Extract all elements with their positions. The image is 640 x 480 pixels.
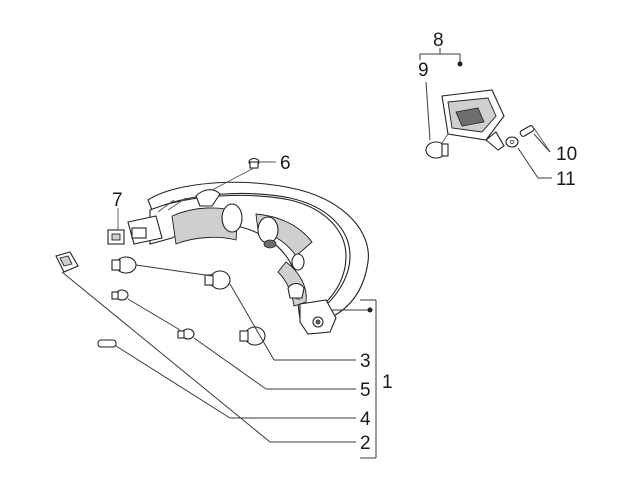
label-9: 9 (418, 60, 429, 81)
leader-lines-right (419, 48, 552, 179)
bulb-small-a (111, 289, 129, 301)
bulb-small-b (177, 328, 195, 340)
label-7: 7 (112, 190, 123, 211)
label-6: 6 (280, 153, 291, 174)
label-3: 3 (360, 351, 371, 372)
label-11: 11 (556, 169, 576, 190)
label-5: 5 (360, 380, 371, 401)
label-4: 4 (360, 409, 371, 430)
bulb-wedge (97, 339, 117, 348)
bulb-large-a (111, 256, 137, 274)
clip-nut (55, 251, 79, 273)
clip-7 (107, 208, 125, 245)
label-8: 8 (433, 30, 444, 51)
tail-light-housing (127, 181, 369, 335)
part-number-labels: 1 2 3 4 5 6 7 8 9 10 11 (112, 30, 577, 454)
bulb-large-c (239, 326, 266, 346)
label-10: 10 (556, 144, 577, 165)
screw-6 (211, 157, 276, 191)
label-1: 1 (382, 372, 393, 393)
washer-11 (505, 136, 519, 148)
leader-lines (61, 264, 377, 459)
screw-10 (519, 125, 551, 153)
bulb-9 (425, 141, 449, 159)
license-plate-light (439, 89, 505, 151)
label-2: 2 (360, 433, 371, 454)
bulb-large-b (204, 270, 231, 290)
